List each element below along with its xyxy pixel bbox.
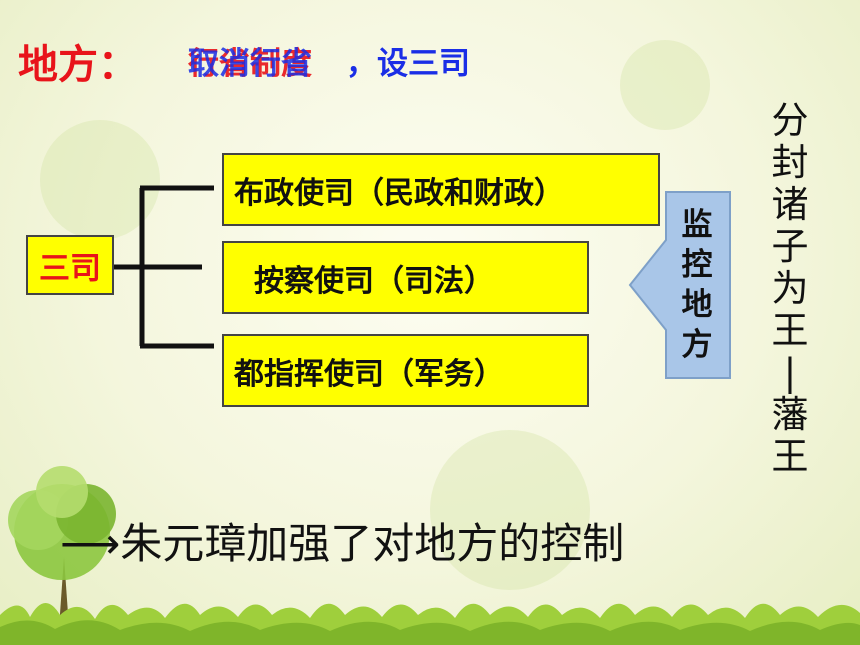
vertical-note-char: | <box>783 351 797 394</box>
root-box-sansi: 三司 <box>26 235 114 295</box>
conclusion-text: ⟶朱元璋加强了对地方的控制 <box>60 519 625 568</box>
monitor-char: 地 <box>681 287 713 323</box>
vertical-note-char: 诸 <box>771 183 809 226</box>
vertical-note: 分 封 诸 子 为 王 | 藩 王 <box>768 100 812 478</box>
heading-overlap-red: 行省制度 <box>188 46 312 82</box>
branch-box-buzhengshisi: 布政使司（民政和财政） <box>222 153 660 226</box>
vertical-note-char: 封 <box>771 141 809 184</box>
grass-decoration <box>0 602 860 645</box>
monitor-char: 方 <box>681 327 713 363</box>
vertical-note-char: 藩 <box>771 393 809 436</box>
monitor-arrow-icon <box>628 191 731 379</box>
branch-box-duzhihuishisi: 都指挥使司（军务） <box>222 334 589 407</box>
vertical-note-char: 分 <box>771 99 809 142</box>
monitor-char: 控 <box>681 247 713 283</box>
tree-illustration <box>8 466 116 642</box>
bracket-connector <box>114 185 214 349</box>
vertical-note-char: 王 <box>771 435 809 478</box>
background-bokeh <box>620 40 710 130</box>
vertical-note-char: 为 <box>771 267 809 310</box>
heading-prefix: 地方： <box>18 42 138 88</box>
vertical-note-char: 王 <box>771 309 809 352</box>
monitor-label: 监 控 地 方 <box>666 190 728 380</box>
heading-overlap-blue: 取消行省 <box>188 46 312 82</box>
background-bokeh <box>430 430 590 590</box>
monitor-char: 监 <box>681 207 713 243</box>
vertical-note-char: 子 <box>771 225 809 268</box>
heading-suffix: ，设三司 <box>346 46 470 82</box>
branch-box-anchashisi: 按察使司（司法） <box>222 241 589 314</box>
